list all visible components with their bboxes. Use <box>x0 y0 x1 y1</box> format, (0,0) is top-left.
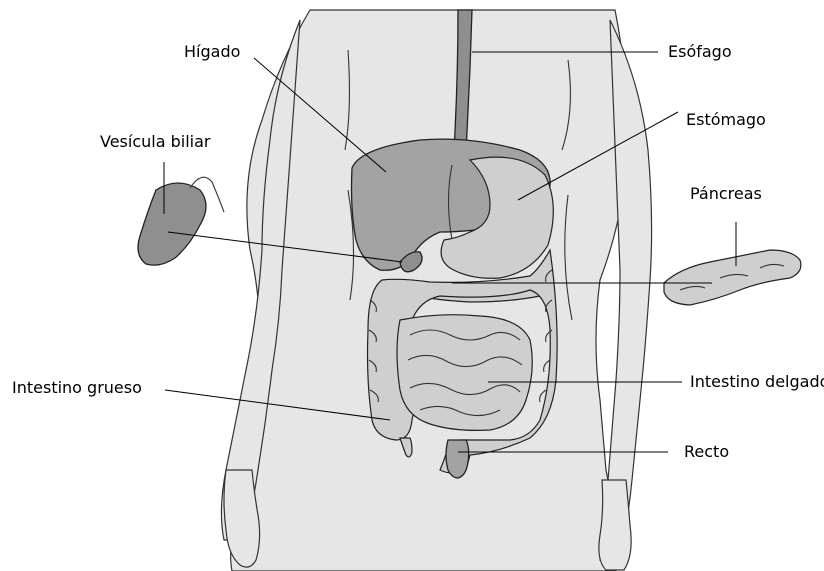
right-hand <box>599 480 631 570</box>
label-recto: Recto <box>684 444 729 460</box>
rectum-shape <box>446 440 469 478</box>
label-esofago: Esófago <box>668 44 732 60</box>
label-intestino-delgado: Intestino delgado <box>690 374 824 390</box>
gallbladder-detached <box>138 183 206 265</box>
label-estomago: Estómago <box>686 112 766 128</box>
label-higado: Hígado <box>184 44 240 60</box>
label-intestino-grueso: Intestino grueso <box>12 380 142 396</box>
label-vesicula-biliar: Vesícula biliar <box>100 134 210 150</box>
pancreas-detached <box>664 250 801 305</box>
label-pancreas: Páncreas <box>690 186 762 202</box>
